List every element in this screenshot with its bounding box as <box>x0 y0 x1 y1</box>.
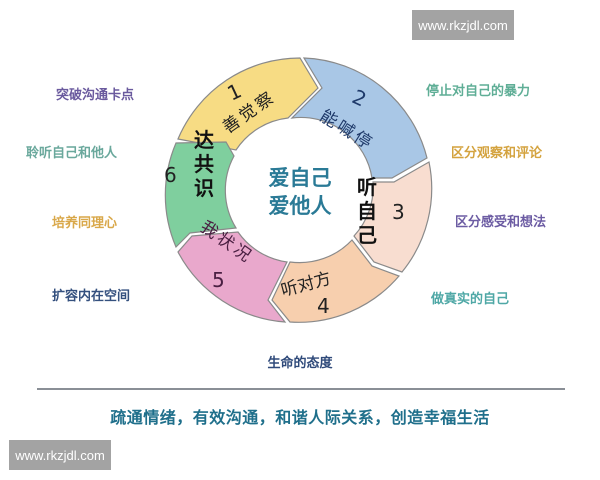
right-label-1: 停止对自己的暴力 <box>426 84 531 99</box>
segment-4 <box>271 239 401 323</box>
segment-2 <box>290 57 428 179</box>
center-line-1: 爱自己 <box>268 166 332 190</box>
center-line-2: 爱他人 <box>268 194 332 218</box>
right-label-2: 区分观察和评论 <box>451 146 543 161</box>
segment-6-label: 达共识 <box>194 128 214 200</box>
center-text: 爱自己 爱他人 <box>250 164 350 220</box>
divider <box>37 388 565 390</box>
left-label-4: 扩容内在空间 <box>52 289 131 304</box>
left-label-2: 聆听自己和他人 <box>26 146 118 161</box>
left-label-3: 培养同理心 <box>52 216 118 231</box>
segment-1 <box>177 57 319 151</box>
right-label-3: 区分感受和想法 <box>455 215 547 230</box>
watermark-top: www.rkzjdl.com <box>412 10 514 40</box>
segment-6-number: 6 <box>164 163 177 187</box>
watermark-bottom: www.rkzjdl.com <box>9 440 111 470</box>
left-label-1: 突破沟通卡点 <box>56 88 135 103</box>
segment-3-label: 听自己 <box>357 175 377 247</box>
bottom-label: 生命的态度 <box>267 356 333 371</box>
segment-3 <box>353 161 433 273</box>
slogan: 疏通情绪，有效沟通，和谐人际关系，创造幸福生活 <box>110 408 490 427</box>
segment-5 <box>177 231 288 323</box>
segment-6 <box>164 141 238 249</box>
center-circle <box>232 122 368 258</box>
segment-3-number: 3 <box>392 200 405 224</box>
right-label-4: 做真实的自己 <box>431 292 510 307</box>
segment-5-number: 5 <box>212 268 225 292</box>
segment-4-number: 4 <box>317 294 330 318</box>
